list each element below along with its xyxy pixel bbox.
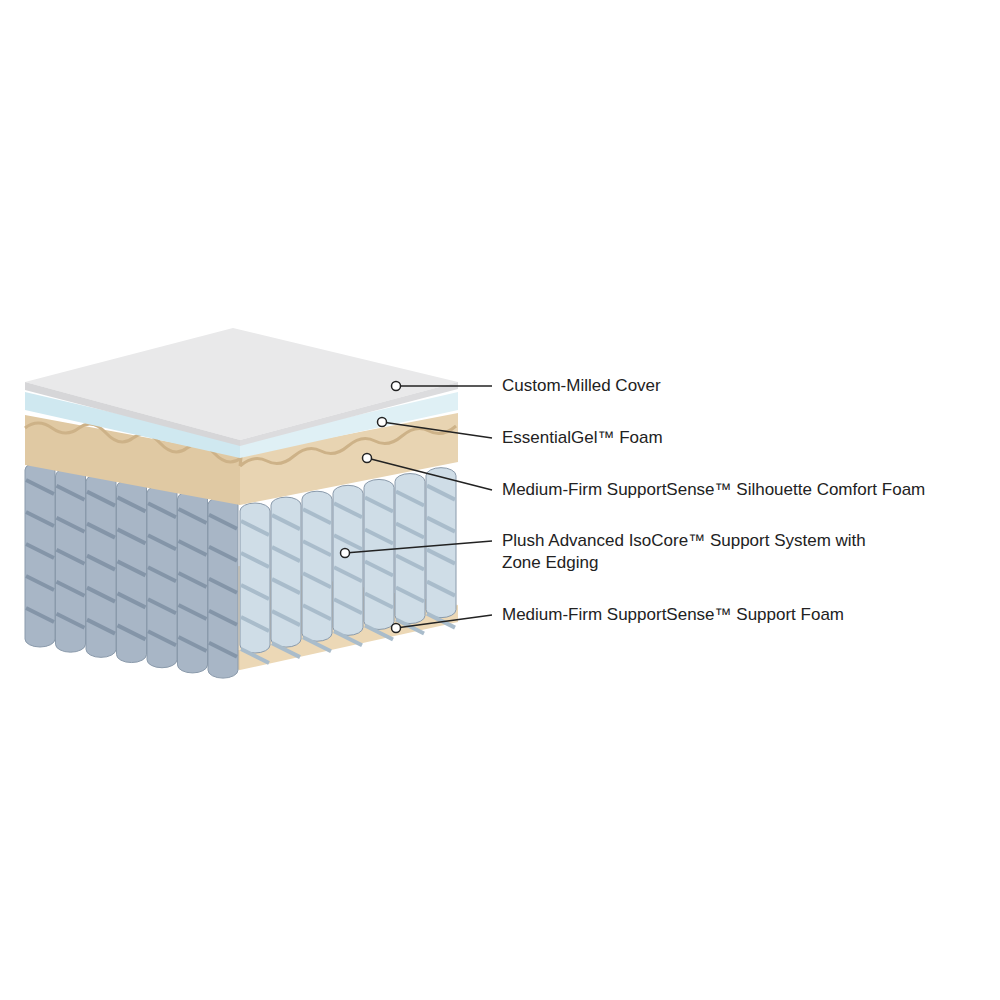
layer-label: Custom-Milled Cover	[502, 375, 661, 397]
layer-label: Plush Advanced IsoCore™ Support System w…	[502, 530, 872, 574]
layer-label: Medium-Firm SupportSense™ Silhouette Com…	[502, 479, 925, 501]
layer-label: Medium-Firm SupportSense™ Support Foam	[502, 604, 844, 626]
layer-label: EssentialGel™ Foam	[502, 427, 663, 449]
